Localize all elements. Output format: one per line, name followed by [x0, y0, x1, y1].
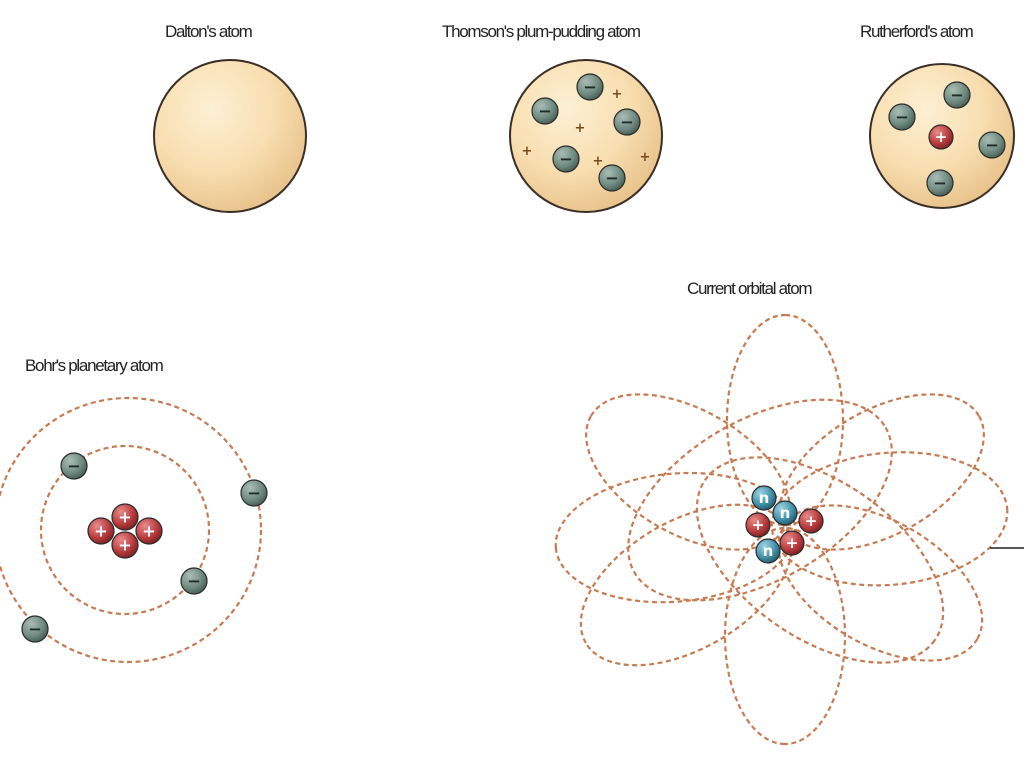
bohr-atom: + + + + − − − −: [0, 396, 268, 664]
electron-glyph: −: [583, 77, 597, 96]
orbital-lobe: [723, 526, 847, 746]
proton-glyph: +: [118, 507, 132, 526]
proton-glyph: +: [142, 521, 156, 540]
orbital-lobe: [585, 393, 791, 551]
electron-glyph: −: [950, 85, 964, 104]
thomson-title: Thomson's plum-pudding atom: [442, 22, 641, 41]
electron-glyph: −: [538, 101, 552, 120]
electron-glyph: −: [620, 112, 634, 131]
bohr-electron: −: [21, 615, 49, 643]
electron-glyph: −: [67, 456, 81, 475]
thomson-electron: −: [576, 73, 604, 101]
proton-glyph: +: [752, 516, 765, 534]
thomson-positive-charge: +: [640, 150, 651, 165]
orbital-neutron: n: [751, 485, 777, 511]
dalton-atom: [153, 59, 307, 213]
thomson-positive-charge: +: [575, 121, 586, 136]
orbital-lobe: [725, 313, 845, 527]
bohr-electron: −: [60, 452, 88, 480]
neutron-glyph: n: [780, 504, 791, 522]
thomson-electron: −: [531, 97, 559, 125]
rutherford-electron: −: [943, 81, 971, 109]
electron-glyph: −: [559, 149, 573, 168]
electron-glyph: −: [985, 135, 999, 154]
rutherford-electron: −: [888, 103, 916, 131]
bohr-proton: +: [87, 517, 115, 545]
orbital-lobe: [627, 398, 893, 602]
neutron-glyph: n: [763, 542, 774, 560]
orbital-atom: nnn+++: [554, 313, 1009, 746]
orbital-lobe: [770, 451, 1009, 587]
orbital-proton: +: [745, 512, 771, 538]
dalton-title: Dalton's atom: [165, 22, 253, 41]
bohr-proton: +: [111, 503, 139, 531]
orbital-lobe: [779, 393, 985, 551]
rutherford-nucleus: +: [928, 124, 954, 150]
bohr-electron: −: [240, 479, 268, 507]
orbital-lobe: [777, 504, 984, 662]
thomson-atom: −−−−−+++++: [509, 59, 663, 213]
orbital-proton: +: [798, 508, 824, 534]
thomson-electron: −: [598, 164, 626, 192]
proton-glyph: +: [786, 534, 799, 552]
bohr-outer-orbit: [0, 396, 263, 664]
electron-glyph: −: [247, 483, 261, 502]
bohr-inner-orbit: [39, 444, 211, 616]
proton-glyph: +: [935, 128, 948, 146]
orbital-neutron: n: [772, 500, 798, 526]
proton-glyph: +: [805, 512, 818, 530]
thomson-electron: −: [613, 108, 641, 136]
neutron-glyph: n: [759, 489, 770, 507]
thomson-electron: −: [552, 145, 580, 173]
proton-glyph: +: [118, 535, 132, 554]
orbital-lobe: [554, 471, 797, 604]
electron-glyph: −: [895, 107, 909, 126]
rutherford-electron: −: [926, 169, 954, 197]
orbital-proton: +: [779, 530, 805, 556]
electron-glyph: −: [605, 168, 619, 187]
rutherford-electron: −: [978, 131, 1006, 159]
thomson-positive-charge: +: [522, 144, 533, 159]
orbital-title: Current orbital atom: [687, 279, 813, 298]
rutherford-atom: − − − − +: [869, 63, 1015, 209]
dalton-solid-sphere: [153, 59, 307, 213]
bohr-proton: +: [111, 531, 139, 559]
electron-glyph: −: [187, 571, 201, 590]
electron-glyph: −: [933, 173, 947, 192]
proton-glyph: +: [94, 521, 108, 540]
electron-glyph: −: [28, 619, 42, 638]
thomson-positive-charge: +: [612, 87, 623, 102]
thomson-positive-charge: +: [593, 154, 604, 169]
bohr-title: Bohr's planetary atom: [25, 356, 164, 375]
orbital-lobe: [695, 456, 945, 664]
orbital-neutron: n: [755, 538, 781, 564]
bohr-proton: +: [135, 517, 163, 545]
bohr-electron: −: [180, 567, 208, 595]
orbital-lobe: [579, 503, 793, 667]
rutherford-title: Rutherford's atom: [860, 22, 974, 41]
